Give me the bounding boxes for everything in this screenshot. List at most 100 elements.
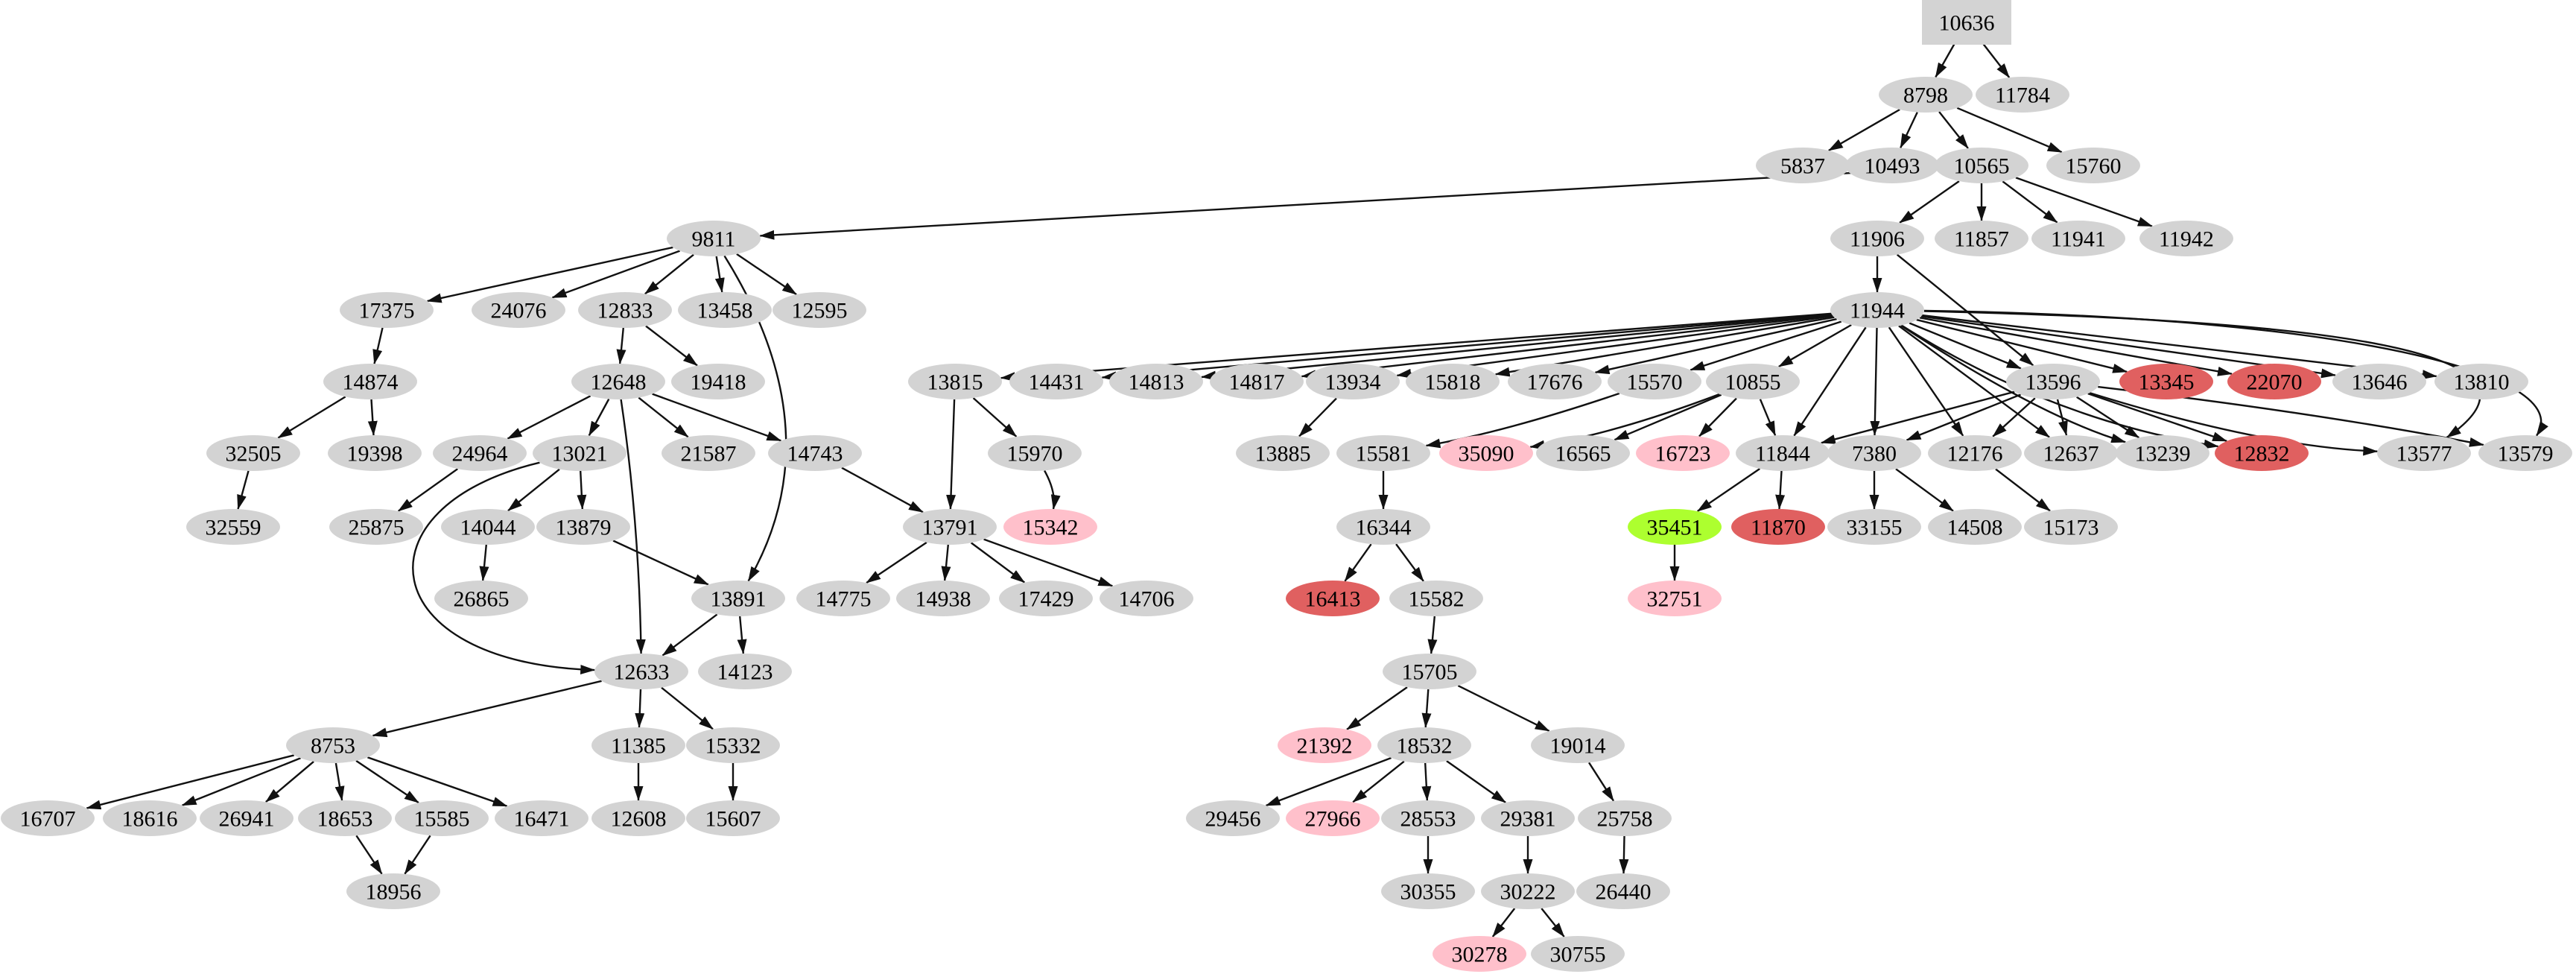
node-16565: 16565 bbox=[1536, 435, 1630, 471]
node-15585: 15585 bbox=[395, 800, 489, 836]
node-label: 11870 bbox=[1751, 516, 1806, 540]
node-shape bbox=[1336, 435, 1430, 471]
edge-8753-16471 bbox=[367, 756, 508, 807]
node-shape bbox=[206, 435, 300, 471]
node-14743: 14743 bbox=[768, 435, 862, 471]
node-shape bbox=[1830, 221, 1924, 256]
node-shape bbox=[594, 654, 688, 689]
node-shape bbox=[1536, 435, 1630, 471]
node-label: 12176 bbox=[1947, 442, 2003, 467]
node-11941: 11941 bbox=[2031, 221, 2125, 256]
edge-15585-18956 bbox=[404, 835, 431, 875]
node-shape bbox=[1731, 509, 1825, 545]
node-label: 32505 bbox=[226, 442, 282, 467]
edge-15970-15342 bbox=[1044, 469, 1061, 510]
node-shape bbox=[686, 727, 780, 763]
node-label: 16707 bbox=[20, 807, 76, 832]
node-shape bbox=[591, 800, 685, 836]
node-label: 13646 bbox=[2352, 370, 2408, 395]
edge-10636-8798 bbox=[1935, 43, 1955, 78]
edge-12648-12633 bbox=[620, 399, 646, 654]
node-label: 14874 bbox=[343, 370, 399, 395]
node-shape bbox=[1286, 581, 1380, 616]
node-shape bbox=[1935, 221, 2028, 256]
edge-8798-5837 bbox=[1827, 108, 1900, 152]
node-shape bbox=[1531, 936, 1625, 972]
node-label: 14775 bbox=[816, 587, 872, 612]
node-15705: 15705 bbox=[1383, 654, 1476, 689]
node-14044: 14044 bbox=[441, 509, 535, 545]
node-label: 13791 bbox=[922, 516, 978, 540]
node-shape bbox=[686, 800, 780, 836]
edge-18653-18956 bbox=[355, 835, 383, 875]
node-label: 14706 bbox=[1119, 587, 1175, 612]
node-shape bbox=[2332, 364, 2426, 399]
edge-11906-13596 bbox=[1896, 253, 2034, 367]
node-label: 30222 bbox=[1500, 880, 1556, 905]
edge-15570-15581 bbox=[1425, 392, 1620, 449]
node-shape bbox=[495, 800, 589, 836]
node-label: 15173 bbox=[2043, 516, 2099, 540]
node-label: 30278 bbox=[1452, 943, 1508, 967]
edge-32505-32559 bbox=[237, 470, 250, 510]
edge-12633-15332 bbox=[661, 686, 714, 730]
node-16707: 16707 bbox=[1, 800, 95, 836]
node-13810: 13810 bbox=[2434, 364, 2528, 399]
node-29381: 29381 bbox=[1481, 800, 1575, 836]
node-label: 15818 bbox=[1425, 370, 1481, 395]
node-label: 24076 bbox=[491, 299, 547, 323]
edge-15705-18532 bbox=[1421, 689, 1432, 728]
edge-10565-9811 bbox=[759, 167, 1935, 240]
node-label: 15582 bbox=[1409, 587, 1465, 612]
node-shape bbox=[2227, 364, 2321, 399]
node-17676: 17676 bbox=[1508, 364, 1602, 399]
node-16471: 16471 bbox=[495, 800, 589, 836]
node-label: 18616 bbox=[122, 807, 178, 832]
node-29456: 29456 bbox=[1186, 800, 1280, 836]
node-12595: 12595 bbox=[773, 292, 866, 328]
edge-14874-19398 bbox=[367, 399, 378, 436]
node-13345: 13345 bbox=[2119, 364, 2213, 399]
edge-8753-16707 bbox=[86, 754, 294, 810]
node-shape bbox=[999, 581, 1093, 616]
node-30355: 30355 bbox=[1381, 873, 1475, 909]
node-label: 16723 bbox=[1655, 442, 1711, 467]
node-shape bbox=[1381, 800, 1475, 836]
node-9811: 9811 bbox=[667, 221, 761, 256]
node-shape bbox=[1879, 77, 1973, 113]
edge-13891-14123 bbox=[737, 616, 747, 654]
node-shape bbox=[1406, 364, 1500, 399]
node-label: 13021 bbox=[552, 442, 608, 467]
node-label: 13579 bbox=[2498, 442, 2554, 467]
edge-11944-14813 bbox=[1201, 313, 1833, 381]
node-shape bbox=[1628, 581, 1722, 616]
node-label: 13458 bbox=[697, 299, 753, 323]
edge-13596-13577 bbox=[2089, 391, 2379, 456]
node-label: 30355 bbox=[1400, 880, 1456, 905]
node-shape bbox=[903, 509, 997, 545]
node-shape bbox=[571, 364, 665, 399]
node-12648: 12648 bbox=[571, 364, 665, 399]
node-label: 16413 bbox=[1305, 587, 1361, 612]
edge-11944-11844 bbox=[1793, 326, 1867, 437]
node-label: 11944 bbox=[1850, 299, 1905, 323]
node-label: 8753 bbox=[311, 734, 355, 759]
node-label: 13239 bbox=[2135, 442, 2191, 467]
node-shape bbox=[286, 727, 380, 763]
node-label: 24964 bbox=[452, 442, 508, 467]
edge-11944-17676 bbox=[1594, 317, 1837, 375]
node-10565: 10565 bbox=[1935, 148, 2028, 183]
node-shape bbox=[340, 292, 434, 328]
node-label: 28553 bbox=[1400, 807, 1456, 832]
node-label: 12595 bbox=[792, 299, 848, 323]
node-shape bbox=[1236, 435, 1330, 471]
node-12637: 12637 bbox=[2024, 435, 2118, 471]
edge-11944-13596 bbox=[1909, 322, 2022, 370]
node-32751: 32751 bbox=[1628, 581, 1722, 616]
edge-7380-14508 bbox=[1895, 468, 1954, 512]
node-label: 21587 bbox=[681, 442, 737, 467]
edge-13596-13239 bbox=[2076, 396, 2140, 439]
node-label: 11857 bbox=[1954, 227, 2009, 252]
node-21392: 21392 bbox=[1278, 727, 1371, 763]
edge-9811-12595 bbox=[736, 253, 797, 296]
